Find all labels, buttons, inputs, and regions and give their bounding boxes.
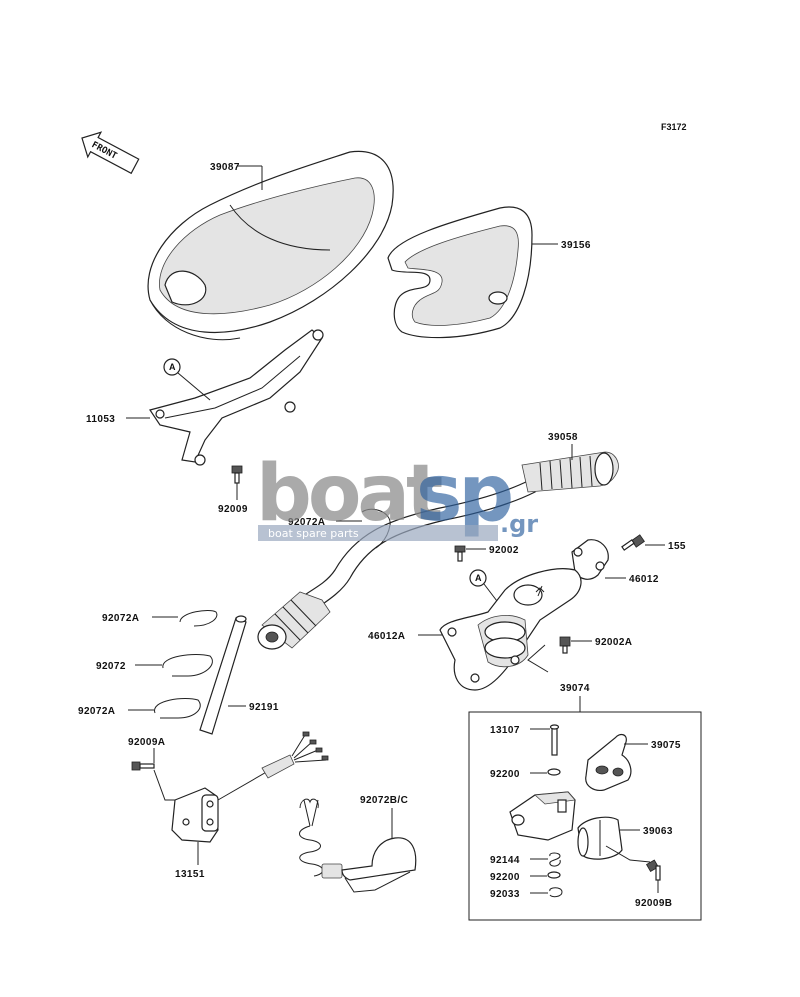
label-92009: 92009	[218, 504, 248, 515]
watermark-tagline: boat spare parts	[268, 527, 359, 540]
leader-92002a-pointer	[527, 644, 549, 673]
bolt-92002-drawing	[454, 545, 466, 562]
pin-13107-head	[549, 724, 560, 730]
pin-13107-drawing	[551, 726, 558, 756]
label-92072a-top: 92072A	[288, 517, 325, 528]
clamp-92072a-1-drawing	[179, 609, 218, 627]
watermark: boat sp .gr boat spare parts	[256, 449, 538, 541]
label-11053: 11053	[86, 414, 115, 425]
bolt-92002a-drawing	[559, 636, 571, 654]
lever-housing-drawing	[509, 791, 576, 841]
ref-a-upper: A	[169, 362, 176, 372]
ref-a-circle-lower	[469, 569, 487, 587]
tube-92191-drawing	[199, 617, 247, 735]
spring-92144-drawing	[549, 852, 561, 867]
label-46012a: 46012A	[368, 631, 405, 642]
label-13151: 13151	[175, 869, 205, 880]
leader-ref-a-upper	[177, 372, 211, 401]
label-92033: 92033	[490, 889, 520, 900]
figure-code: F3172	[661, 122, 687, 132]
clamp-92072a-2-drawing	[154, 698, 201, 719]
label-39156: 39156	[561, 240, 591, 251]
label-39074: 39074	[560, 683, 590, 694]
label-39087: 39087	[210, 162, 240, 173]
label-92002: 92002	[489, 545, 519, 556]
label-155: 155	[668, 541, 686, 552]
label-39058: 39058	[548, 432, 578, 443]
label-92191: 92191	[249, 702, 279, 713]
washer-92200-lower-drawing	[547, 871, 561, 879]
seat-39156-drawing	[387, 206, 533, 339]
watermark-accent: sp	[416, 449, 511, 539]
bracket-11053-drawing	[149, 329, 324, 466]
bolt-92009a-drawing	[131, 761, 155, 771]
front-arrow-icon: FRONT	[81, 131, 140, 175]
bolt-155-drawing	[621, 534, 645, 551]
bolt-92009-drawing	[231, 465, 243, 484]
watermark-main: boat	[256, 449, 442, 539]
handlebar-39058-drawing	[257, 451, 619, 650]
label-92072a-2: 92072A	[78, 706, 115, 717]
label-92009a: 92009A	[128, 737, 165, 748]
lever-39075-drawing	[585, 733, 632, 791]
leader-92009a-pointer	[153, 769, 185, 801]
switch-13151-drawing	[171, 731, 329, 843]
label-92072: 92072	[96, 661, 126, 672]
label-92072bc: 92072B/C	[360, 795, 408, 806]
label-92200-upper: 92200	[490, 769, 520, 780]
label-92002a: 92002A	[595, 637, 632, 648]
watermark-tagline-bar	[258, 525, 498, 541]
label-13107: 13107	[490, 725, 520, 736]
leader-92009b-pointer	[605, 845, 651, 863]
label-39063: 39063	[643, 826, 673, 837]
label-46012: 46012	[629, 574, 659, 585]
label-92144: 92144	[490, 855, 520, 866]
tube-92191-end	[235, 615, 247, 623]
circlip-92033-drawing	[549, 887, 563, 898]
washer-92200-upper-drawing	[547, 768, 561, 776]
label-92009b: 92009B	[635, 898, 672, 909]
watermark-domain: .gr	[500, 510, 538, 538]
label-92200-lower: 92200	[490, 872, 520, 883]
kit-39074-box	[468, 711, 702, 921]
cover-39063-drawing	[577, 816, 623, 860]
ref-a-lower: A	[475, 573, 482, 583]
ref-a-circle-upper	[163, 358, 181, 376]
bolt-92009b-drawing	[645, 859, 661, 881]
label-39075: 39075	[651, 740, 681, 751]
lanyard-92072bc-drawing	[299, 798, 417, 893]
clamp-92072-drawing	[162, 654, 213, 677]
holder-46012a-drawing	[439, 568, 582, 691]
label-92072a-1: 92072A	[102, 613, 139, 624]
seat-39087-drawing	[147, 150, 394, 341]
